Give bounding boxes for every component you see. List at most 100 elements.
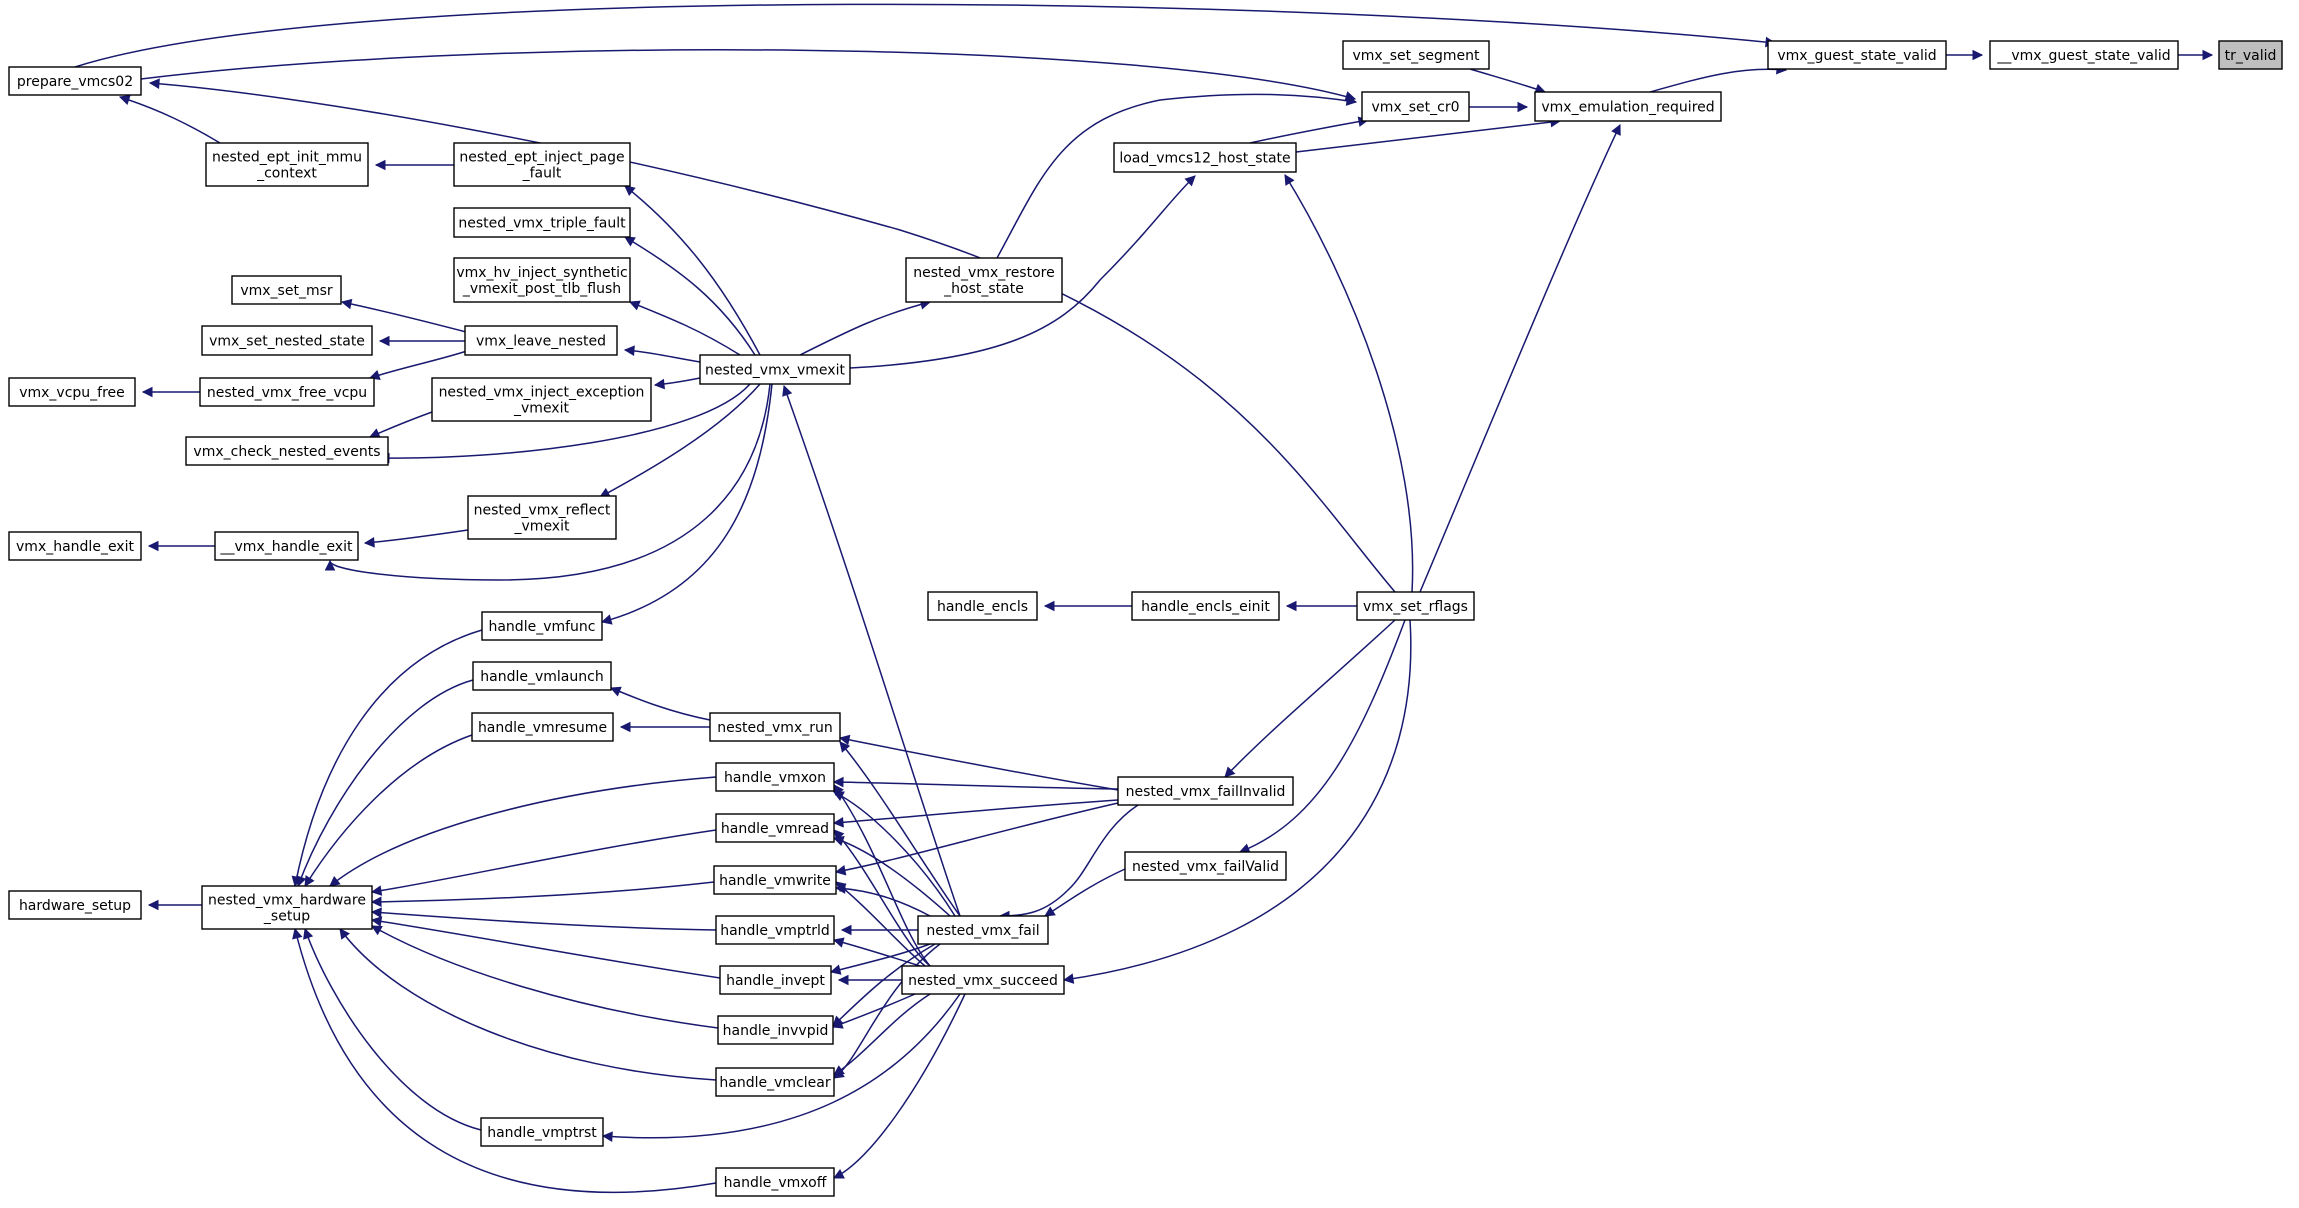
arrowhead-icon xyxy=(304,875,315,887)
node-nested-vmx-restore-host-state[interactable]: nested_vmx_restore_host_state xyxy=(905,257,1063,303)
node-handle-vmclear[interactable]: handle_vmclear xyxy=(715,1067,835,1097)
node-vmx-set-msr[interactable]: vmx_set_msr xyxy=(231,275,342,305)
node-vmx-guest-state-valid[interactable]: __vmx_guest_state_valid xyxy=(1989,40,2179,70)
node-nested-vmx-succeed[interactable]: nested_vmx_succeed xyxy=(901,965,1065,995)
node-box xyxy=(717,1015,834,1045)
node-nested-vmx-failInvalid[interactable]: nested_vmx_failInvalid xyxy=(1117,776,1294,806)
node-handle-encls-einit[interactable]: handle_encls_einit xyxy=(1131,591,1280,621)
edge-line xyxy=(140,49,1356,100)
node-tr-valid[interactable]: tr_valid xyxy=(2218,40,2283,70)
node-handle-vmptrst[interactable]: handle_vmptrst xyxy=(480,1117,604,1147)
node-vmx-vcpu-free[interactable]: vmx_vcpu_free xyxy=(8,377,136,407)
node-vmx-leave-nested[interactable]: vmx_leave_nested xyxy=(464,325,618,356)
node-label: nested_vmx_reflect xyxy=(474,503,611,519)
node-nested-vmx-free-vcpu[interactable]: nested_vmx_free_vcpu xyxy=(199,377,375,407)
node-hardware-setup[interactable]: hardware_setup xyxy=(8,890,142,920)
node-vmx-guest-state-valid[interactable]: vmx_guest_state_valid xyxy=(1767,40,1947,70)
edge-line xyxy=(835,802,1119,873)
edge-line xyxy=(1419,124,1621,593)
edge-line xyxy=(379,383,751,459)
node-label: handle_vmxon xyxy=(724,770,826,786)
edge-line xyxy=(371,881,715,903)
node-box xyxy=(453,257,631,303)
node-handle-vmread[interactable]: handle_vmread xyxy=(715,813,835,843)
node-box xyxy=(480,1117,604,1147)
node-nested-vmx-failValid[interactable]: nested_vmx_failValid xyxy=(1124,851,1287,881)
call-edge-handle_vmptrld-to-nested_vmx_hardware_setup xyxy=(370,907,717,931)
call-edge-nested_vmx_reflect_vmexit-to-__vmx_handle_exit xyxy=(363,529,469,548)
call-edge-nested_vmx_vmexit-to-vmx_hv_inject_synthetic_vmexit_post_tlb_flush xyxy=(628,300,741,356)
arrowhead-icon xyxy=(1062,973,1075,984)
edge-line xyxy=(610,687,711,721)
arrowhead-icon xyxy=(840,924,852,936)
node-handle-encls[interactable]: handle_encls xyxy=(927,591,1038,621)
call-edge-vmx_guest_state_valid-to-__vmx_guest_state_valid xyxy=(1946,49,1984,61)
node-handle-vmfunc[interactable]: handle_vmfunc xyxy=(481,611,603,641)
node-handle-vmxon[interactable]: handle_vmxon xyxy=(715,762,835,792)
node-nested-vmx-vmexit[interactable]: nested_vmx_vmexit xyxy=(699,354,851,385)
node-box xyxy=(453,207,631,238)
call-edge-nested_vmx_vmexit-to-nested_ept_inject_page_fault xyxy=(624,185,761,356)
arrowhead-icon xyxy=(339,928,350,940)
node-handle-invvpid[interactable]: handle_invvpid xyxy=(717,1015,834,1045)
node-nested-vmx-inject-exception-vmexit[interactable]: nested_vmx_inject_exception_vmexit xyxy=(431,377,652,422)
edge-line xyxy=(371,829,717,893)
node-box xyxy=(709,712,841,742)
node-label: handle_vmfunc xyxy=(488,619,595,635)
node-nested-vmx-run[interactable]: nested_vmx_run xyxy=(709,712,841,742)
node-handle-vmresume[interactable]: handle_vmresume xyxy=(471,712,614,742)
node-vmx-hv-inject-synthetic-vmexit-post-tlb-flush[interactable]: vmx_hv_inject_synthetic_vmexit_post_tlb_… xyxy=(453,257,631,303)
call-edge-handle_vmxoff-to-nested_vmx_hardware_setup xyxy=(292,927,717,1194)
node-box xyxy=(1124,851,1287,881)
call-edge-handle_vmresume-to-nested_vmx_hardware_setup xyxy=(304,734,473,887)
edge-line xyxy=(833,993,966,1179)
node-vmx-set-cr0[interactable]: vmx_set_cr0 xyxy=(1361,91,1470,122)
arrowhead-icon xyxy=(829,964,842,975)
node-handle-vmptrld[interactable]: handle_vmptrld xyxy=(715,915,835,945)
arrowhead-icon xyxy=(834,865,847,876)
call-edge-load_vmcs12_host_state-to-vmx_emulation_required xyxy=(1295,116,1562,153)
edge-line xyxy=(835,881,926,967)
call-edge-vmx_set_rflags-to-vmx_emulation_required xyxy=(1419,123,1621,593)
node-load-vmcs12-host-state[interactable]: load_vmcs12_host_state xyxy=(1113,142,1297,173)
node-nested-vmx-fail[interactable]: nested_vmx_fail xyxy=(917,915,1049,945)
node-label: vmx_check_nested_events xyxy=(193,444,380,460)
arrowhead-icon xyxy=(368,428,381,439)
node-vmx-set-segment[interactable]: vmx_set_segment xyxy=(1342,40,1490,70)
edge-line xyxy=(1649,68,1787,93)
node-nested-vmx-reflect-vmexit[interactable]: nested_vmx_reflect_vmexit xyxy=(467,495,617,540)
node-vmx-check-nested-events[interactable]: vmx_check_nested_events xyxy=(185,436,389,466)
node-label: handle_vmread xyxy=(721,821,829,837)
arrowhead-icon xyxy=(835,881,847,893)
node-label: handle_invvpid xyxy=(723,1023,829,1039)
node-box xyxy=(1534,91,1722,122)
edge-line xyxy=(74,3,1776,68)
call-edge-handle_invvpid-to-nested_vmx_hardware_setup xyxy=(371,925,719,1029)
node-nested-vmx-triple-fault[interactable]: nested_vmx_triple_fault xyxy=(453,207,631,238)
node-vmx-emulation-required[interactable]: vmx_emulation_required xyxy=(1534,91,1722,122)
node-nested-vmx-hardware-setup[interactable]: nested_vmx_hardware_setup xyxy=(201,885,373,930)
edge-line xyxy=(304,928,482,1131)
node-vmx-handle-exit[interactable]: vmx_handle_exit xyxy=(8,531,142,561)
call-edge-handle_vmptrst-to-nested_vmx_hardware_setup xyxy=(303,927,482,1131)
edge-line xyxy=(839,737,1119,791)
node-handle-vmlaunch[interactable]: handle_vmlaunch xyxy=(472,661,612,691)
node-vmx-handle-exit[interactable]: __vmx_handle_exit xyxy=(214,531,359,561)
node-vmx-set-rflags[interactable]: vmx_set_rflags xyxy=(1356,591,1475,621)
node-nested-ept-inject-page-fault[interactable]: nested_ept_inject_page_fault xyxy=(453,142,631,187)
node-vmx-set-nested-state[interactable]: vmx_set_nested_state xyxy=(201,325,373,356)
node-prepare-vmcs02[interactable]: prepare_vmcs02 xyxy=(8,66,142,96)
node-label: nested_vmx_inject_exception xyxy=(439,385,645,401)
node-box xyxy=(917,915,1049,945)
node-label: handle_vmlaunch xyxy=(480,669,603,685)
node-handle-vmwrite[interactable]: handle_vmwrite xyxy=(713,865,837,895)
node-label: vmx_handle_exit xyxy=(16,539,134,555)
node-handle-vmxoff[interactable]: handle_vmxoff xyxy=(715,1167,835,1197)
node-nested-ept-init-mmu-context[interactable]: nested_ept_init_mmu_context xyxy=(205,142,369,187)
call-edge-nested_vmx_fail-to-nested_vmx_run xyxy=(839,741,961,917)
call-edge-vmx_set_rflags-to-handle_encls_einit xyxy=(1285,600,1357,612)
call-edge-nested_ept_inject_page_fault-to-nested_ept_init_mmu_context xyxy=(374,159,454,171)
node-handle-invept[interactable]: handle_invept xyxy=(719,965,832,995)
edge-line xyxy=(339,928,717,1081)
node-box xyxy=(471,712,614,742)
